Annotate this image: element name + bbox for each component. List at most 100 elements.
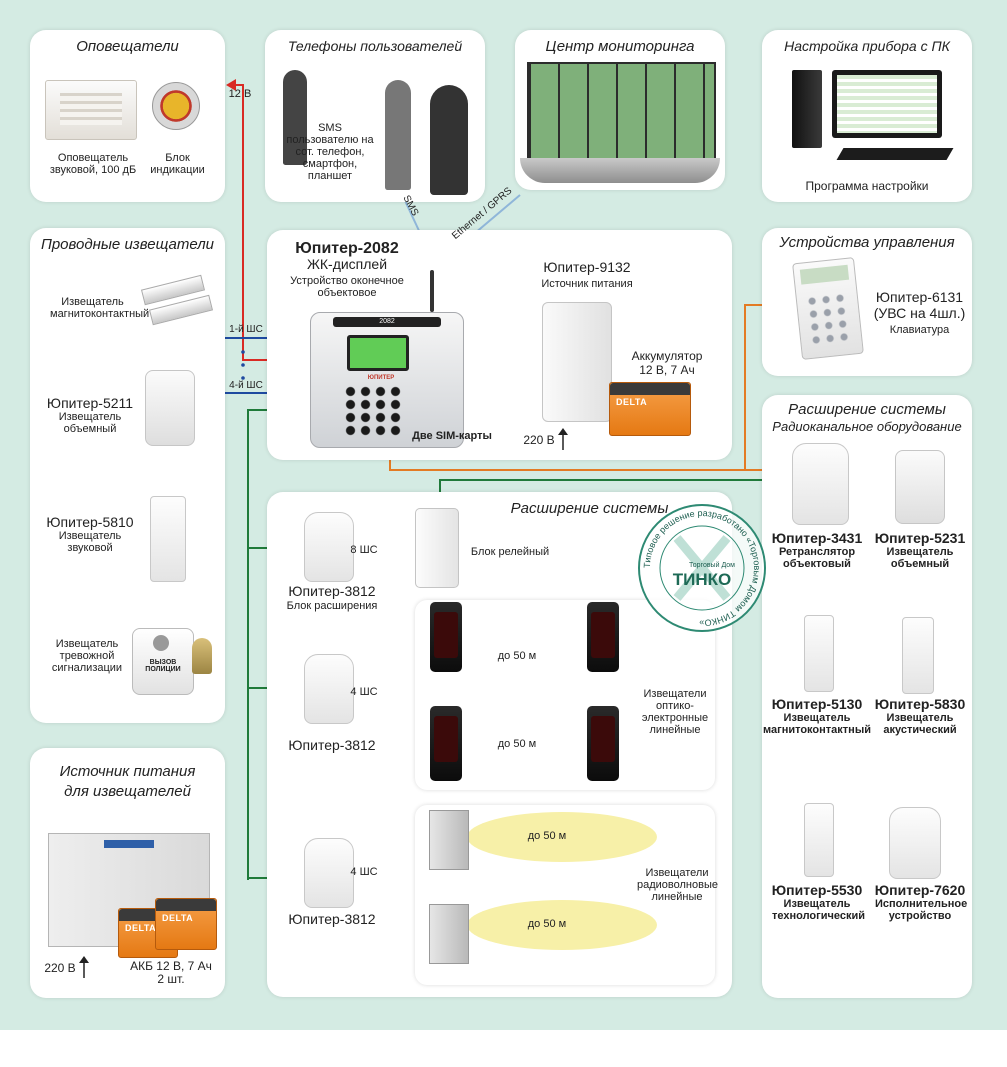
- panel-wired-sensors: Проводные извещатели Извещатель магниток…: [30, 228, 225, 723]
- indicator-label: Блок индикации: [150, 152, 205, 176]
- battery-title: Аккумулятор: [631, 349, 703, 363]
- radio-5530-device: [804, 803, 834, 877]
- antenna-icon: [430, 270, 434, 312]
- radio-tx-1: [429, 810, 469, 870]
- pc-keyboard: [836, 148, 954, 160]
- device-brand: ЮПИТЕР: [367, 375, 395, 381]
- mains-arrow-icon: [79, 956, 89, 978]
- panic-button-device: ВЫЗОВ ПОЛИЦИИ: [132, 628, 194, 695]
- panel-alerters: Оповещатели Оповещатель звуковой, 100 дБ…: [30, 30, 225, 202]
- radio-5231-desc: Извещатель объемный: [886, 546, 954, 570]
- lcd-display: [347, 335, 409, 371]
- radio-beam-2: [467, 900, 657, 950]
- psu-title: Юпитер-9132: [543, 259, 631, 275]
- radio-range-2: до 50 м: [527, 918, 567, 930]
- battery-brand: DELTA: [125, 923, 157, 933]
- sms-text: SMS пользователю на сот. телефон, смартф…: [286, 122, 374, 182]
- panel-title: Устройства управления: [779, 234, 955, 251]
- siren-label: Оповещатель звуковой, 100 дБ: [49, 152, 137, 176]
- sensor-magnetic-label: Извещатель магнитоконтактный: [50, 296, 150, 320]
- relay-label: Блок релейный: [470, 546, 550, 558]
- radio-5130-desc: Извещатель магнитоконтактный: [763, 712, 871, 736]
- indicator-device: [152, 82, 200, 130]
- main-voltage: 220 В: [523, 433, 555, 447]
- relay-zones: 8 ШС: [350, 544, 378, 556]
- panel-title: Центр мониторинга: [545, 38, 695, 55]
- device-model: 2082: [379, 318, 395, 325]
- sensor-5211-device: [145, 370, 195, 446]
- radio-5130-name: Юпитер-5130: [771, 696, 863, 712]
- keys-icon: [192, 638, 212, 674]
- panic-button-text: ВЫЗОВ ПОЛИЦИИ: [145, 659, 181, 673]
- person-silhouette-2: [385, 80, 411, 190]
- radio-5530-name: Юпитер-5530: [771, 882, 863, 898]
- panel-subtitle: Радиоканальное оборудование: [772, 419, 962, 434]
- stamp-small-text: Торговый Дом: [689, 561, 735, 569]
- pc-monitor: [832, 70, 942, 138]
- panel-title: Оповещатели: [76, 38, 179, 55]
- panel-title: Проводные извещатели: [40, 236, 215, 253]
- mains-arrow-icon: [558, 428, 568, 450]
- sensor-5810-name: Юпитер-5810: [46, 514, 134, 530]
- optical-range-2: до 50 м: [497, 738, 537, 750]
- panel-title: Телефоны пользователей: [287, 38, 463, 54]
- panic-sensor-label: Извещатель тревожной сигнализации: [51, 638, 123, 674]
- battery-brand: DELTA: [162, 913, 194, 923]
- battery-1: DELTA: [118, 908, 178, 958]
- radio-5231-name: Юпитер-5231: [874, 530, 966, 546]
- radio-beam-1: [467, 812, 657, 862]
- main-subtitle: ЖК-дисплей: [306, 256, 388, 272]
- zone-first-label: 1-й ШС: [229, 324, 263, 335]
- radio-5231-device: [895, 450, 945, 524]
- radio-3431-desc: Ретранслятор объектовый: [778, 546, 856, 570]
- radio-5830-name: Юпитер-5830: [874, 696, 966, 712]
- keypad: [343, 385, 403, 437]
- voltage-12v: 12 В: [228, 88, 252, 100]
- radio-zones: 4 ШС: [350, 866, 378, 878]
- panel-monitoring: Центр мониторинга: [515, 30, 725, 190]
- device-top-strip: 2082: [333, 317, 441, 327]
- expander-2-device: [304, 654, 354, 724]
- expander-1-name: Юпитер-3812: [288, 583, 376, 599]
- wire-12v-arrow: [226, 79, 236, 91]
- panel-phones: Телефоны пользователей SMS пользователю …: [265, 30, 485, 202]
- panel-title: Расширение системы: [788, 401, 946, 418]
- panel-control: Устройства управления Юпитер-6131 (УВС н…: [762, 228, 972, 376]
- control-device-name: Юпитер-6131: [875, 289, 964, 305]
- main-desc: Устройство оконечное объектовое: [290, 275, 404, 299]
- tinko-stamp: Типовое решение разработано «Торговым До…: [638, 504, 766, 632]
- control-device-sub: (УВС на 4шл.): [873, 305, 966, 321]
- zone-last-label: 4-й ШС: [229, 380, 263, 391]
- radio-5130-device: [804, 615, 834, 692]
- panel-power-sensors: Источник питания для извещателей DELTA D…: [30, 748, 225, 998]
- panel-pc-setup: Настройка прибора с ПК Программа настрой…: [762, 30, 972, 202]
- radio-7620-desc: Исполнительное устройство: [875, 898, 968, 922]
- radio-5830-device: [902, 617, 934, 694]
- jupiter-2082-device: 2082 ЮПИТЕР: [310, 312, 464, 448]
- diagram-canvas: Оповещатели Оповещатель звуковой, 100 дБ…: [0, 0, 1007, 1030]
- stamp-brand: ТИНКО: [673, 570, 731, 589]
- sensor-5211-name: Юпитер-5211: [46, 395, 134, 411]
- optical-subpanel: [415, 600, 715, 790]
- battery-brand: DELTA: [616, 397, 648, 407]
- radio-3431-device: [792, 443, 849, 525]
- monitoring-desk: [520, 158, 720, 183]
- panel-main: Юпитер-2082 ЖК-дисплей Устройство оконеч…: [267, 230, 732, 460]
- panel-radio: Расширение системы Радиоканальное оборуд…: [762, 395, 972, 998]
- optical-zones: 4 ШС: [350, 686, 378, 698]
- panel-title: Расширение системы: [510, 500, 669, 517]
- pc-tower: [792, 70, 822, 148]
- expander-3-device: [304, 838, 354, 908]
- radio-3431-name: Юпитер-3431: [771, 530, 863, 546]
- radio-label: Извещатели радиоволновые линейные: [637, 867, 718, 903]
- radio-7620-name: Юпитер-7620: [874, 882, 966, 898]
- monitoring-screens: [527, 62, 716, 161]
- control-desc: Клавиатура: [889, 324, 950, 336]
- expander-1-desc: Блок расширения: [286, 600, 378, 612]
- power-battery-label: АКБ 12 В, 7 Ач 2 шт.: [130, 959, 212, 986]
- person-silhouette-1: [283, 70, 307, 165]
- radio-7620-device: [889, 807, 941, 879]
- panel-title: Настройка прибора с ПК: [784, 38, 950, 54]
- keypad-6131-device: [792, 257, 864, 360]
- optical-range-1: до 50 м: [497, 650, 537, 662]
